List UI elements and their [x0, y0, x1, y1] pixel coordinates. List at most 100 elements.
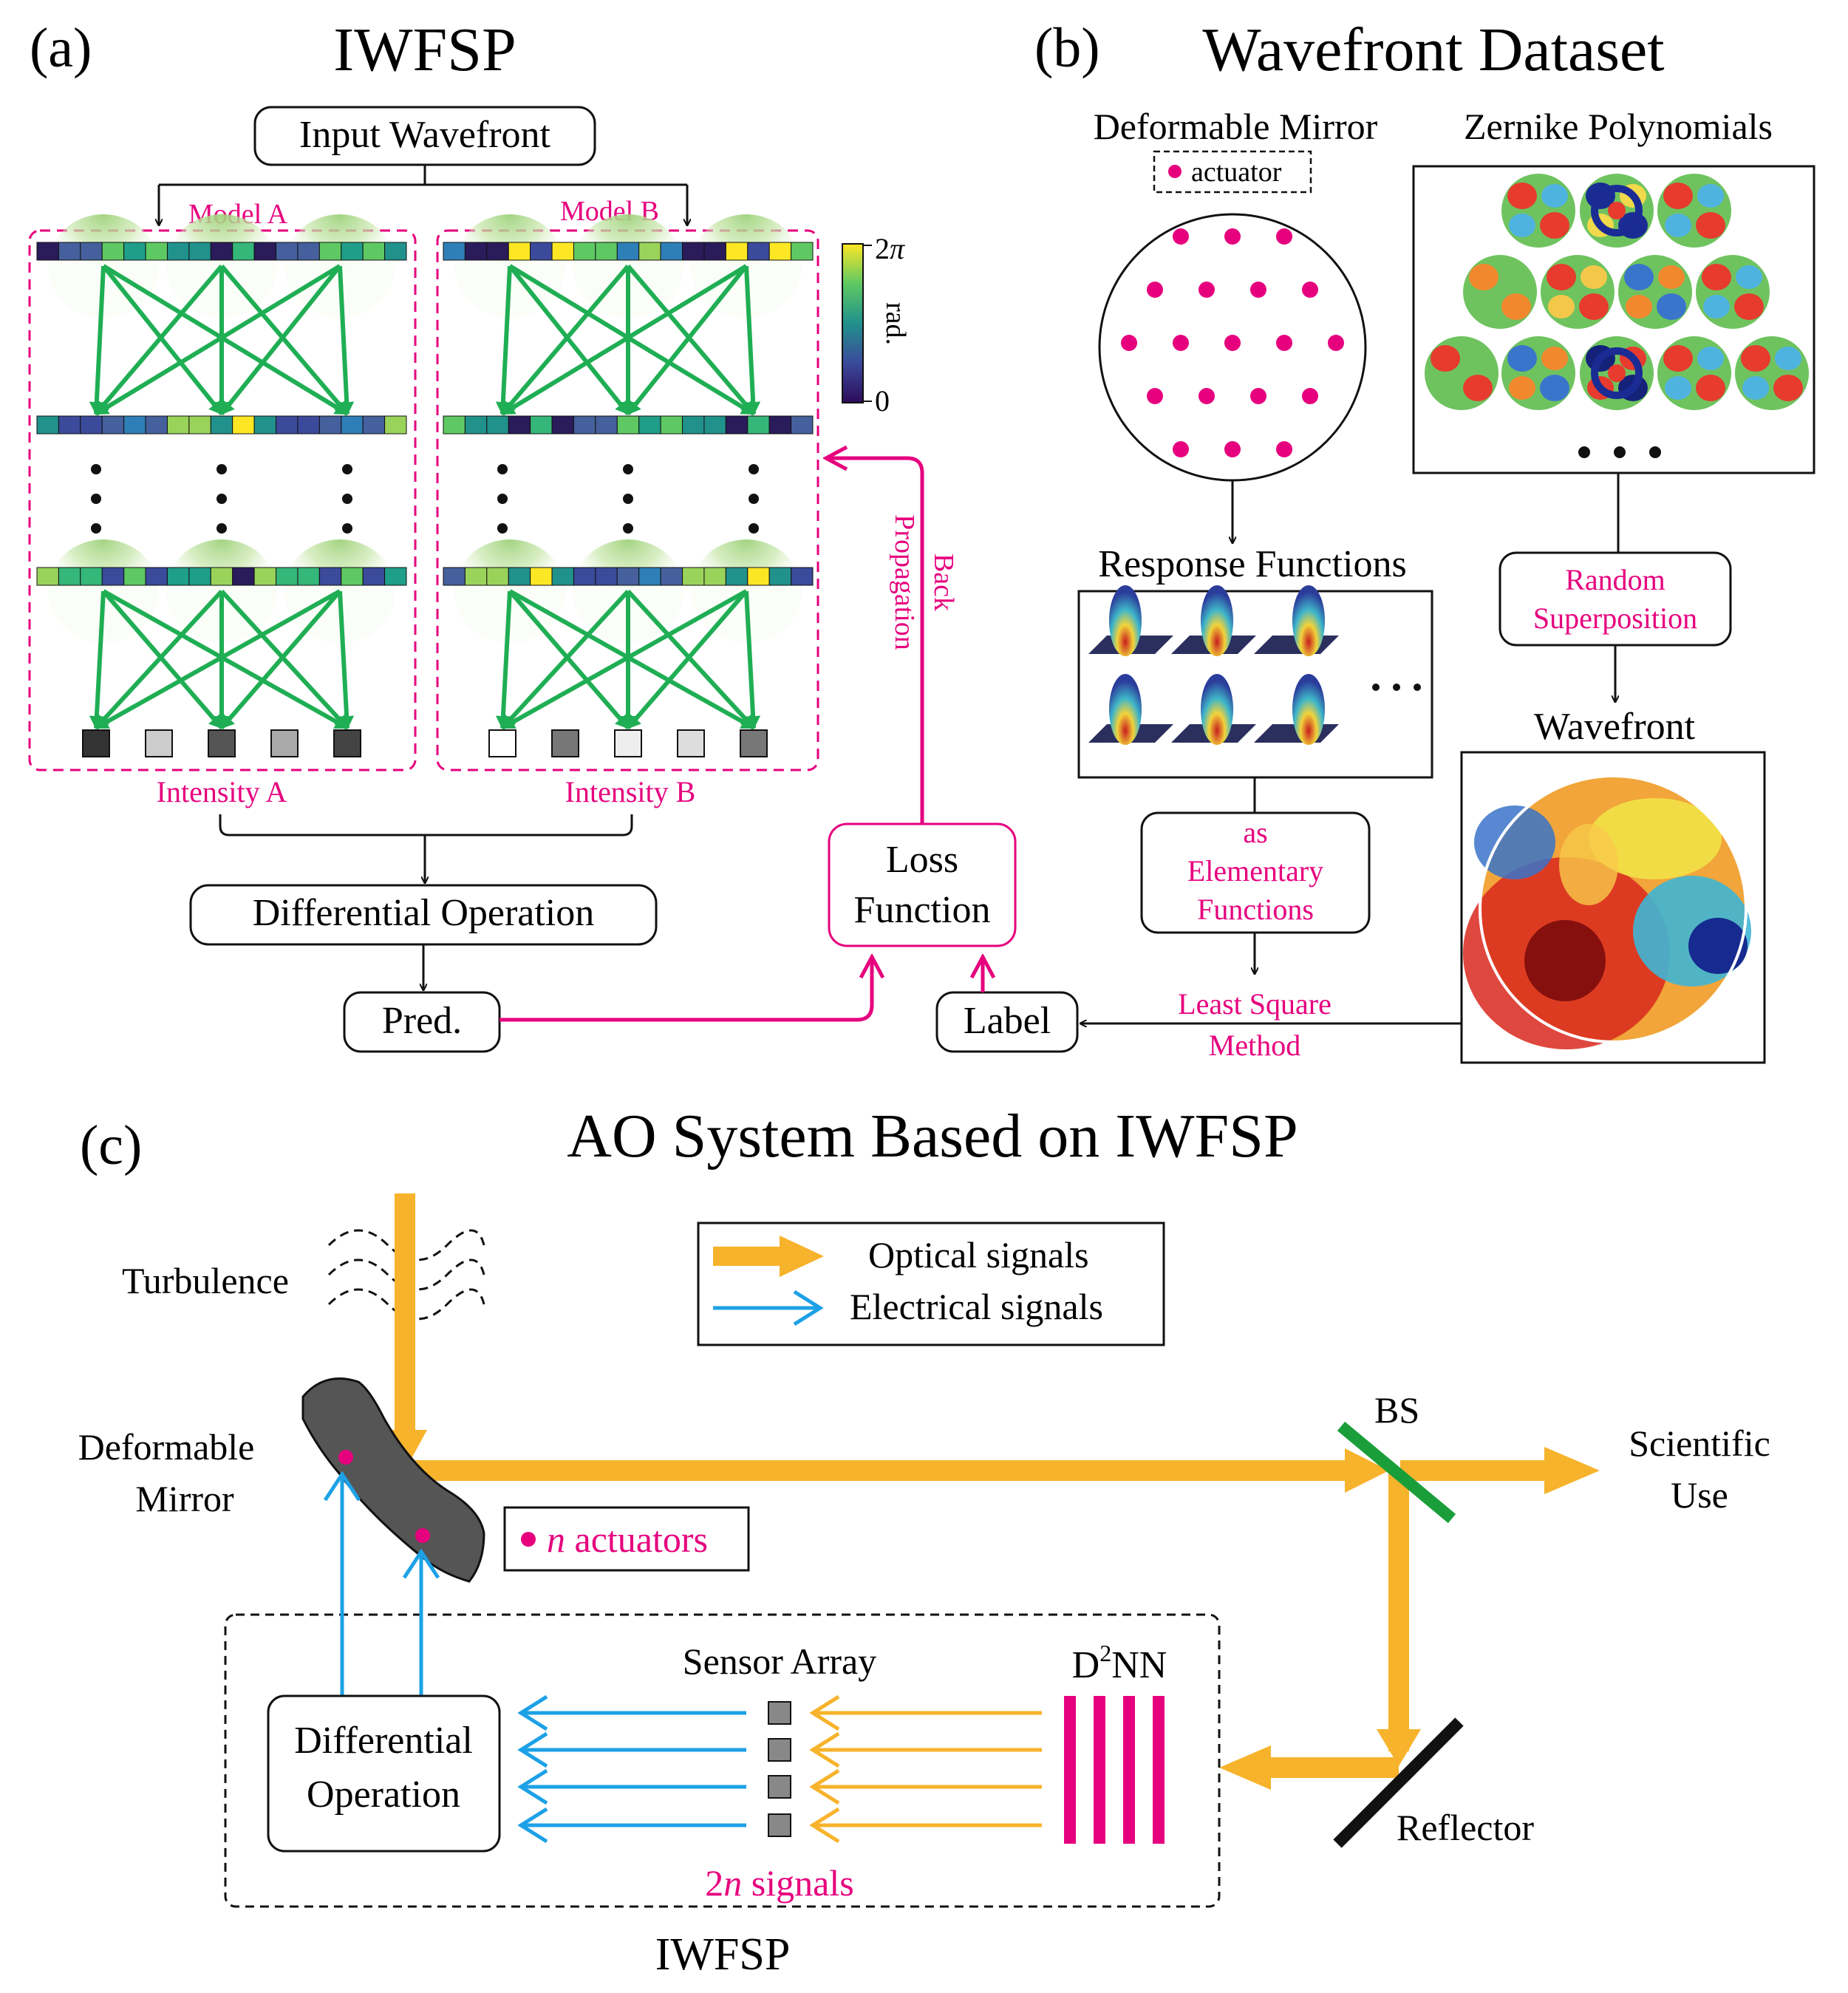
zernike-title: Zernike Polynomials: [1464, 106, 1773, 147]
zernike-lobe: [1663, 183, 1693, 209]
phase-pixel: [210, 567, 233, 586]
electrical-signal-head: [517, 1807, 548, 1844]
diffraction-arrow: [94, 589, 224, 730]
zernike-mode: [1501, 336, 1575, 410]
dm-actuator-dot: [1199, 388, 1215, 404]
sensor-array: [517, 1694, 1042, 1844]
phase-pixel: [58, 242, 81, 261]
zernike-lobe: [1431, 345, 1460, 372]
phase-pixel: [551, 415, 574, 435]
zernike-mode-plots: [1425, 174, 1809, 410]
phase-pixel: [210, 415, 233, 435]
phase-pixel: [768, 567, 792, 586]
detector-pixel: [740, 729, 768, 757]
zernike-lobe: [1507, 345, 1537, 372]
phase-pixel: [616, 415, 640, 435]
response-peak: [1201, 674, 1233, 745]
ellipsis-dot: [749, 523, 759, 534]
phase-pixel: [660, 242, 683, 261]
detector-pixel: [614, 729, 642, 757]
zernike-lobe: [1741, 345, 1770, 372]
panel-a-title: IWFSP: [333, 16, 516, 84]
zernike-lobe: [1773, 375, 1803, 401]
phase-pixel: [486, 242, 509, 261]
zernike-lobe: [1734, 293, 1764, 320]
phase-pixel: [145, 567, 168, 586]
zernike-lobe: [1696, 375, 1725, 401]
zernike-ring: [1591, 185, 1643, 236]
diffraction-arrow: [219, 265, 350, 415]
zernike-mode: [1463, 255, 1537, 329]
label-box-text: Label: [964, 1000, 1051, 1042]
phase-pixel: [768, 242, 792, 261]
zernike-lobe: [1663, 345, 1693, 372]
response-peak: [1201, 585, 1233, 656]
diffraction-arrow: [89, 590, 106, 729]
n-actuators-box: n actuators: [503, 1506, 750, 1572]
zernike-lobe: [1541, 184, 1568, 208]
model-a-box: [28, 229, 417, 771]
diffraction-arrow: [101, 265, 224, 415]
zernike-mode: [1580, 174, 1654, 248]
phase-pixel: [443, 242, 466, 261]
phase-pixel: [384, 242, 407, 261]
zernike-ellipsis: [1578, 446, 1661, 458]
zernike-mode: [1696, 255, 1770, 329]
dm-actuator-dot: [1199, 282, 1215, 298]
ellipsis-dot: [497, 494, 508, 504]
phase-pixel: [725, 567, 749, 586]
optical-beam: [383, 1193, 1600, 1790]
phase-pixel: [638, 242, 661, 261]
diffraction-arrow: [95, 264, 341, 416]
phase-pixel: [123, 242, 146, 261]
zernike-mode: [1501, 174, 1575, 248]
dm-actuator-dot: [1121, 335, 1137, 351]
intensity-a-label: Intensity A: [157, 775, 287, 808]
diffraction-arrow: [94, 265, 224, 415]
diffraction-arrow: [101, 590, 224, 729]
diffraction-arrow: [501, 589, 748, 730]
diffraction-arrow: [500, 589, 630, 730]
beam-splitter: BS: [1337, 1389, 1456, 1524]
detector-pixel: [82, 729, 110, 757]
detector-pixel: [208, 729, 236, 757]
diffraction-arrow: [508, 265, 630, 415]
diffraction-arrow: [102, 589, 349, 730]
ellipsis-dot: [623, 523, 633, 534]
differential-operation-label: Differential Operation: [253, 892, 595, 934]
intensity-b-label: Intensity B: [565, 775, 696, 808]
phase-pixel: [791, 242, 814, 261]
dm-actuator-dot: [1224, 441, 1241, 457]
phase-pixel: [530, 242, 553, 261]
ellipsis-dot: [91, 523, 101, 534]
dm-actuator-dot: [1276, 228, 1292, 245]
zernike-disk: [1696, 255, 1770, 329]
back-propagation-arrow: [826, 458, 924, 824]
zernike-lobe: [1463, 375, 1493, 401]
dm-actuator-dot: [1173, 441, 1189, 457]
phase-pixel: [508, 567, 531, 586]
zernike-lobe: [1509, 214, 1535, 237]
reflector: Reflector: [1333, 1717, 1534, 1848]
d2nn-model: [36, 214, 407, 757]
phase-pixel: [297, 567, 320, 586]
actuator-legend: actuator: [1153, 150, 1312, 194]
sensor-pixel: [768, 1701, 791, 1725]
phase-pixel: [660, 415, 683, 435]
sensor-pixel: [768, 1738, 791, 1762]
diffraction-arrow: [219, 590, 342, 729]
diffraction-arrow: [219, 589, 350, 730]
deformable-mirror: [301, 1377, 485, 1583]
diffraction-arrow: [626, 590, 749, 729]
phase-pixel: [318, 242, 342, 261]
phase-pixel: [80, 415, 103, 435]
phase-pixel: [232, 567, 255, 586]
ellipsis-dot: [623, 464, 633, 474]
iwfsp-system-label: IWFSP: [655, 1929, 791, 1980]
diffraction-arrow: [744, 265, 761, 415]
phase-pixel: [573, 242, 596, 261]
dm-actuator-dot-2: [415, 1528, 430, 1543]
zernike-lobe: [1703, 295, 1730, 318]
wavefront-map: [1463, 774, 1751, 1049]
